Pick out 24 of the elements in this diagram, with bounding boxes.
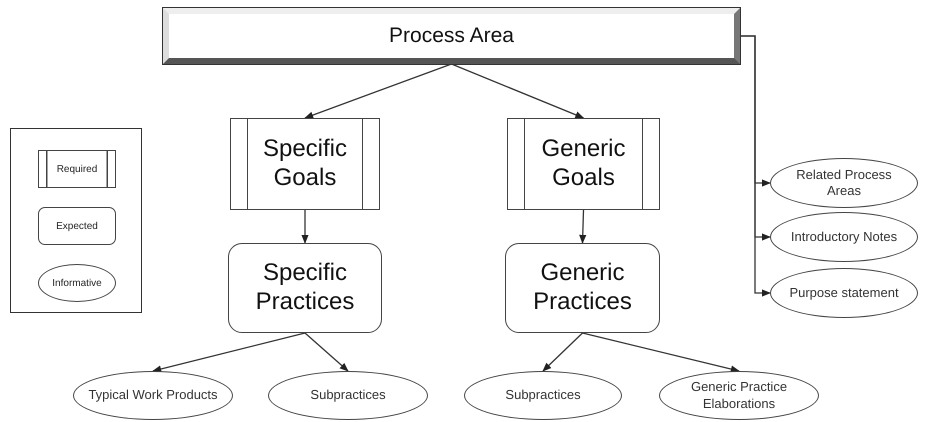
arrow bbox=[740, 35, 771, 297]
practice-box: Generic Practices bbox=[505, 243, 660, 333]
legend-key: Informative bbox=[38, 264, 116, 302]
goal-box: Specific Goals bbox=[230, 118, 380, 210]
info-ellipse: Typical Work Products bbox=[73, 371, 233, 420]
arrow bbox=[301, 210, 309, 244]
info-ellipse: Introductory Notes bbox=[770, 212, 918, 262]
arrow bbox=[451, 63, 584, 119]
arrow bbox=[304, 63, 452, 119]
info-ellipse: Related Process Areas bbox=[770, 158, 918, 208]
process-area-box: Process Area bbox=[163, 8, 740, 64]
goal-box: Generic Goals bbox=[507, 118, 660, 210]
legend-key: Required bbox=[38, 150, 116, 188]
info-ellipse: Subpractices bbox=[268, 371, 428, 420]
info-ellipse: Purpose statement bbox=[770, 268, 918, 318]
legend-key: Expected bbox=[38, 207, 116, 245]
info-ellipse: Generic Practice Elaborations bbox=[659, 371, 819, 420]
arrow bbox=[152, 332, 306, 373]
arrow bbox=[542, 332, 583, 372]
arrow bbox=[304, 332, 349, 372]
info-ellipse: Subpractices bbox=[464, 371, 622, 420]
practice-box: Specific Practices bbox=[228, 243, 382, 333]
arrow bbox=[579, 210, 586, 244]
arrow bbox=[582, 332, 740, 373]
